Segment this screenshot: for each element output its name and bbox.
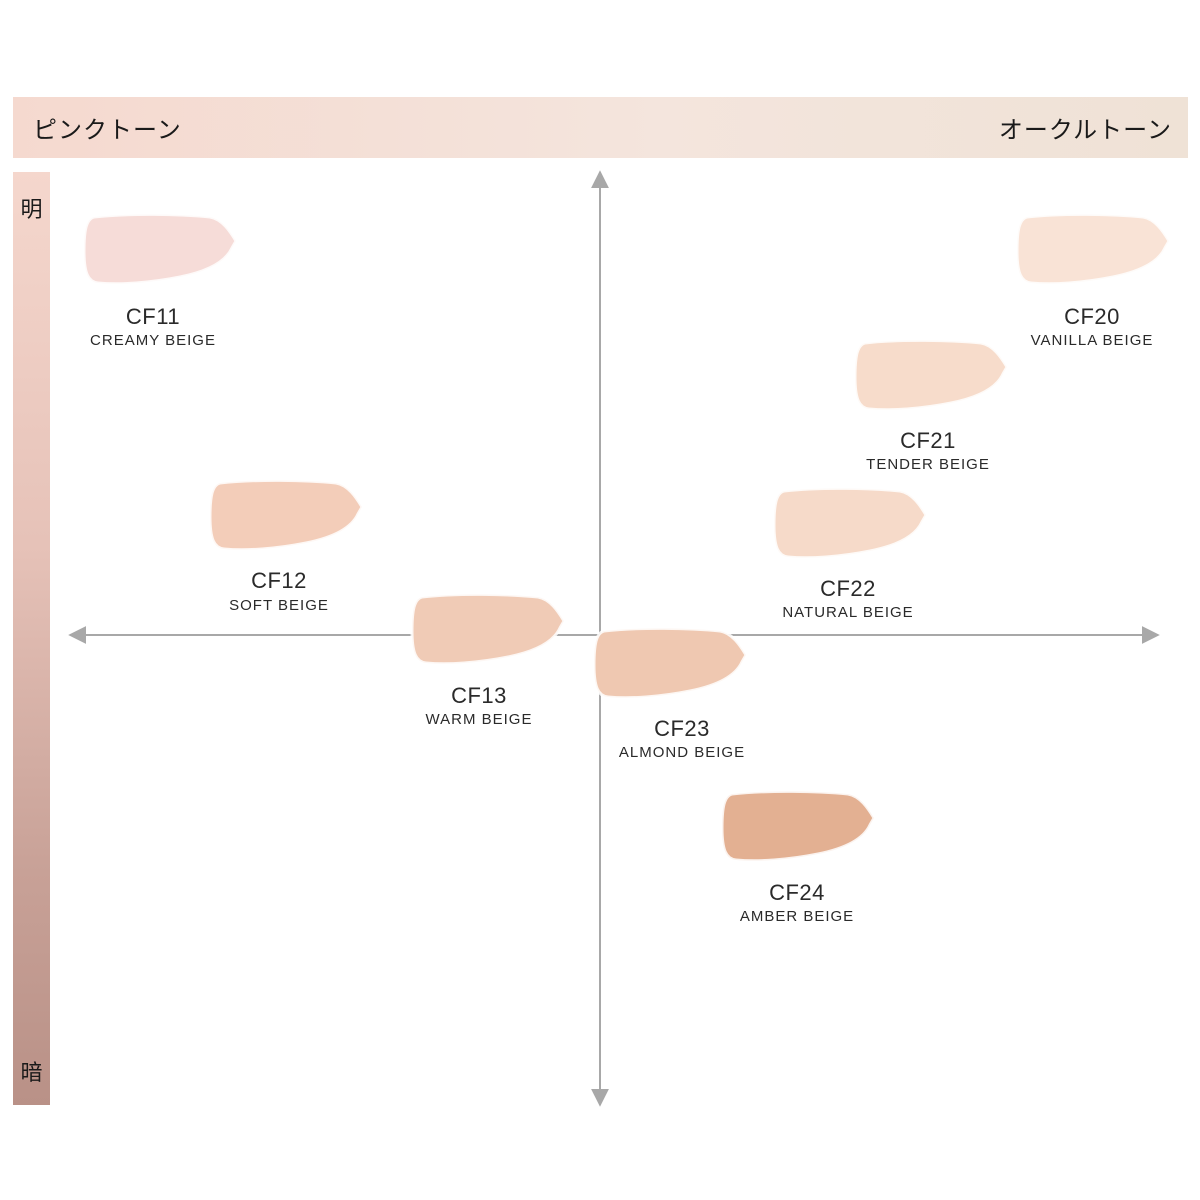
swatch-cf13-name: WARM BEIGE [425,711,533,728]
bright-label: 明 [20,198,43,223]
swatch-cf20-name: VANILLA BEIGE [1030,332,1154,349]
swatch-cf23-color [592,626,748,700]
swatch-cf24 [720,789,876,863]
swatch-cf23 [592,626,748,700]
ochre-tone-label: オークルトーン [998,116,1172,144]
brightness-side-bar: 明 暗 [13,172,50,1105]
swatch-cf20-color [1015,212,1171,286]
swatch-cf21 [853,338,1009,412]
swatch-cf21-name: TENDER BEIGE [866,456,990,473]
tone-header-bar: ピンクトーン オークルトーン [13,97,1188,158]
swatch-cf12-color [208,478,364,552]
swatch-cf21-color [853,338,1009,412]
swatch-cf11 [82,212,238,286]
swatch-cf24-code: CF24 [769,880,825,905]
swatch-cf11-code: CF11 [125,304,181,329]
pink-tone-label: ピンクトーン [33,116,182,144]
swatch-cf21-code: CF21 [900,428,956,453]
swatch-cf13-code: CF13 [451,683,507,708]
swatch-cf12-code: CF12 [251,568,307,593]
swatch-cf13 [410,592,566,666]
swatch-cf23-code: CF23 [654,716,710,741]
dark-label: 暗 [20,1061,43,1086]
swatch-cf12 [208,478,364,552]
swatch-cf20-code: CF20 [1064,304,1120,329]
swatch-cf20 [1015,212,1171,286]
swatch-cf22-code: CF22 [820,576,876,601]
swatch-cf23-name: ALMOND BEIGE [618,744,746,761]
swatch-cf22 [772,486,928,560]
swatch-cf24-name: AMBER BEIGE [739,908,855,925]
swatch-cf13-color [410,592,566,666]
swatch-cf11-color [82,212,238,286]
swatch-cf22-color [772,486,928,560]
swatch-cf11-name: CREAMY BEIGE [90,332,216,349]
swatch-cf12-name: SOFT BEIGE [229,597,329,614]
swatch-cf22-name: NATURAL BEIGE [782,604,914,621]
swatch-cf24-color [720,789,876,863]
